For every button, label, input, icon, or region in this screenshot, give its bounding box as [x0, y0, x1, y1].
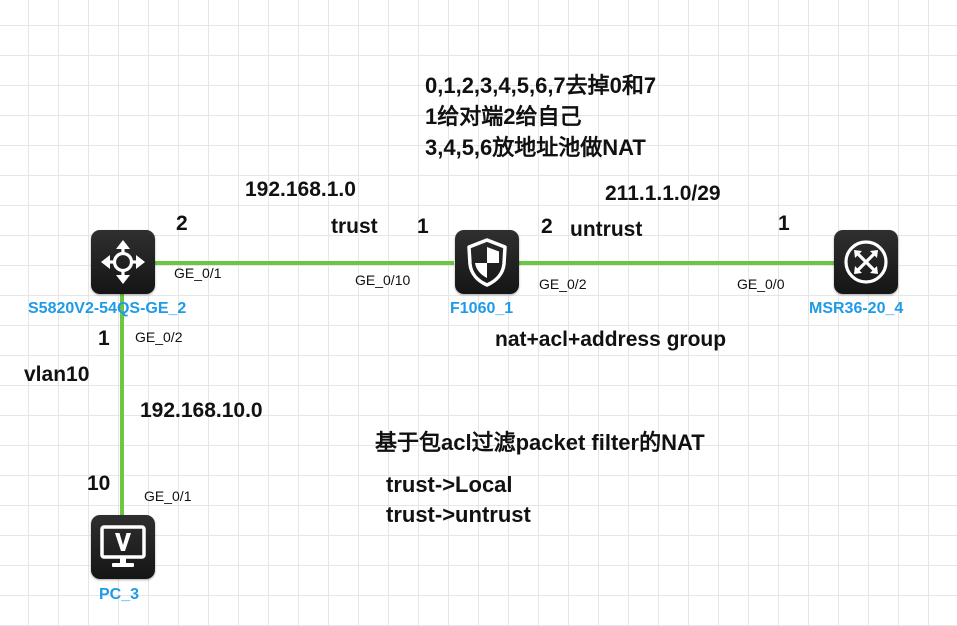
nat-acl-label: nat+acl+address group: [495, 328, 727, 351]
port-switch-ge01: GE_0/1: [174, 265, 222, 281]
pc-device[interactable]: [91, 515, 155, 579]
top-note-line-2: 1给对端2给自己: [425, 104, 582, 129]
pc-number: 10: [87, 472, 111, 495]
bottom-note-line-2: trust->untrust: [386, 502, 531, 527]
firewall-shield-icon: [467, 238, 507, 287]
link-firewall-router[interactable]: [518, 261, 834, 265]
router-number: 1: [778, 212, 790, 235]
firewall-label: F1060_1: [450, 300, 514, 317]
top-note-line-3: 3,4,5,6放地址池做NAT: [425, 135, 646, 160]
bottom-note: trust->Local trust->untrust: [386, 470, 531, 530]
switch-device[interactable]: [91, 230, 155, 294]
monitor-v-icon: [100, 525, 146, 567]
switch-bottom-number: 1: [98, 327, 110, 350]
bottom-note-title: 基于包acl过滤packet filter的NAT: [375, 430, 705, 455]
firewall-left-number: 1: [417, 215, 429, 238]
link-switch-firewall[interactable]: [154, 261, 454, 265]
zone-untrust: untrust: [570, 218, 643, 241]
router-label: MSR36-20_4: [809, 300, 904, 317]
port-firewall-ge010: GE_0/10: [355, 272, 411, 288]
port-router-ge00: GE_0/0: [737, 276, 785, 292]
firewall-right-number: 2: [541, 215, 553, 238]
switch-top-number: 2: [176, 212, 188, 235]
zone-trust: trust: [331, 215, 378, 238]
switch-label: S5820V2-54QS-GE_2: [28, 300, 187, 317]
router-device[interactable]: [834, 230, 898, 294]
bottom-note-line-1: trust->Local: [386, 472, 513, 497]
port-firewall-ge02: GE_0/2: [539, 276, 587, 292]
network-192-168-1-0: 192.168.1.0: [245, 178, 356, 201]
port-pc-ge01: GE_0/1: [144, 488, 192, 504]
network-192-168-10-0: 192.168.10.0: [140, 399, 263, 422]
firewall-device[interactable]: [455, 230, 519, 294]
pc-label: PC_3: [99, 586, 140, 603]
router-x-arrows-icon: [844, 240, 888, 284]
vlan10-label: vlan10: [24, 363, 90, 386]
network-211-1-1-0: 211.1.1.0/29: [605, 182, 721, 205]
top-note: 0,1,2,3,4,5,6,7去掉0和7 1给对端2给自己 3,4,5,6放地址…: [425, 70, 656, 163]
top-note-line-1: 0,1,2,3,4,5,6,7去掉0和7: [425, 73, 657, 98]
port-switch-ge02: GE_0/2: [135, 329, 183, 345]
switch-arrows-icon: [101, 240, 145, 284]
link-switch-pc[interactable]: [120, 294, 124, 516]
